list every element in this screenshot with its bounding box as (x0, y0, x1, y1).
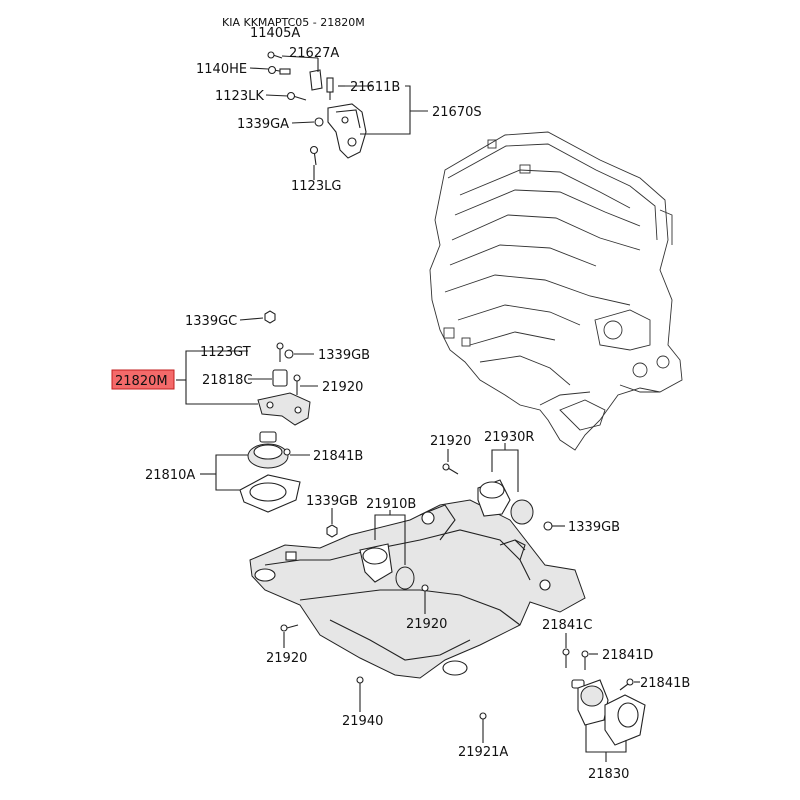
bracket-21627A (309, 69, 323, 91)
bolt-21920-mid (442, 463, 459, 475)
label-21920-mid: 21920 (430, 434, 471, 449)
label-1140HE: 1140HE (196, 62, 247, 77)
label-21921A: 21921A (458, 745, 508, 760)
bracket-21670S (327, 103, 367, 159)
label-21920-top: 21920 (322, 380, 363, 395)
insulator-21810A (239, 431, 301, 513)
mount-bracket-plate (257, 392, 311, 426)
label-21910B: 21910B (366, 497, 416, 512)
label-1123LK: 1123LK (215, 89, 264, 104)
bolt-21921A (479, 712, 487, 735)
label-21930R: 21930R (484, 430, 534, 445)
nut-1339GB-right (543, 521, 553, 531)
nut-1339GB-left (326, 524, 338, 538)
bolt-1123LK (286, 91, 307, 101)
stud-21611B (326, 77, 334, 100)
bolt-21940 (356, 676, 364, 700)
label-21841B-top: 21841B (313, 449, 363, 464)
diagram-title: KIA KKMAPTC05 - 21820M (222, 16, 365, 29)
bolt-1123LG (309, 145, 319, 166)
bolt-21841B-bottom (619, 678, 634, 691)
bolt-11405A (267, 51, 283, 59)
label-1339GB-right: 1339GB (568, 520, 620, 535)
engine-block-illustration (429, 131, 683, 451)
label-21820M: 21820M (115, 374, 168, 389)
label-1123LG: 1123LG (291, 179, 341, 194)
label-21841D: 21841D (602, 648, 653, 663)
upper-mount-bracket-assembly (267, 51, 367, 166)
bolt-1123GT (276, 342, 284, 362)
nut-1339GA (314, 117, 324, 127)
label-1339GC: 1339GC (185, 314, 237, 329)
bolt-21841D (581, 650, 589, 670)
mount-21830 (562, 648, 646, 746)
label-21818C: 21818C (202, 373, 252, 388)
label-21627A: 21627A (289, 46, 339, 61)
label-1339GA: 1339GA (237, 117, 289, 132)
label-21670S: 21670S (432, 105, 482, 120)
bolt-21920-top (293, 374, 301, 395)
part-number-labels: 11405A 1140HE 21627A 21611B 1123LK 21670… (111, 26, 690, 782)
highlighted-part-21820M[interactable]: 21820M (111, 369, 175, 390)
highlight-box (111, 369, 175, 390)
bolt-21920-left (280, 624, 299, 632)
label-21611B: 21611B (350, 80, 400, 95)
label-21841B-bottom: 21841B (640, 676, 690, 691)
label-21920-left: 21920 (266, 651, 307, 666)
bolt-21920-center (421, 584, 429, 606)
label-21940: 21940 (342, 714, 383, 729)
label-1123GT: 1123GT (200, 345, 251, 360)
nut-1339GB-top (284, 349, 294, 359)
bushing-21818C (272, 369, 288, 387)
label-1339GB-top: 1339GB (318, 348, 370, 363)
mount-21910B (359, 543, 415, 590)
label-11405A: 11405A (250, 26, 300, 41)
bolt-21841C (562, 648, 570, 668)
label-21920-center: 21920 (406, 617, 447, 632)
leader-lines (176, 55, 640, 762)
label-21841C: 21841C (542, 618, 592, 633)
label-1339GB-left: 1339GB (306, 494, 358, 509)
label-21830: 21830 (588, 767, 629, 782)
label-21810A: 21810A (145, 468, 195, 483)
engine-mount-assembly-21820M (239, 310, 311, 513)
mount-21930R (477, 479, 534, 525)
nut-1339GC (264, 310, 276, 324)
front-subframe-crossmember (249, 499, 586, 679)
bolt-1140HE (267, 65, 291, 75)
